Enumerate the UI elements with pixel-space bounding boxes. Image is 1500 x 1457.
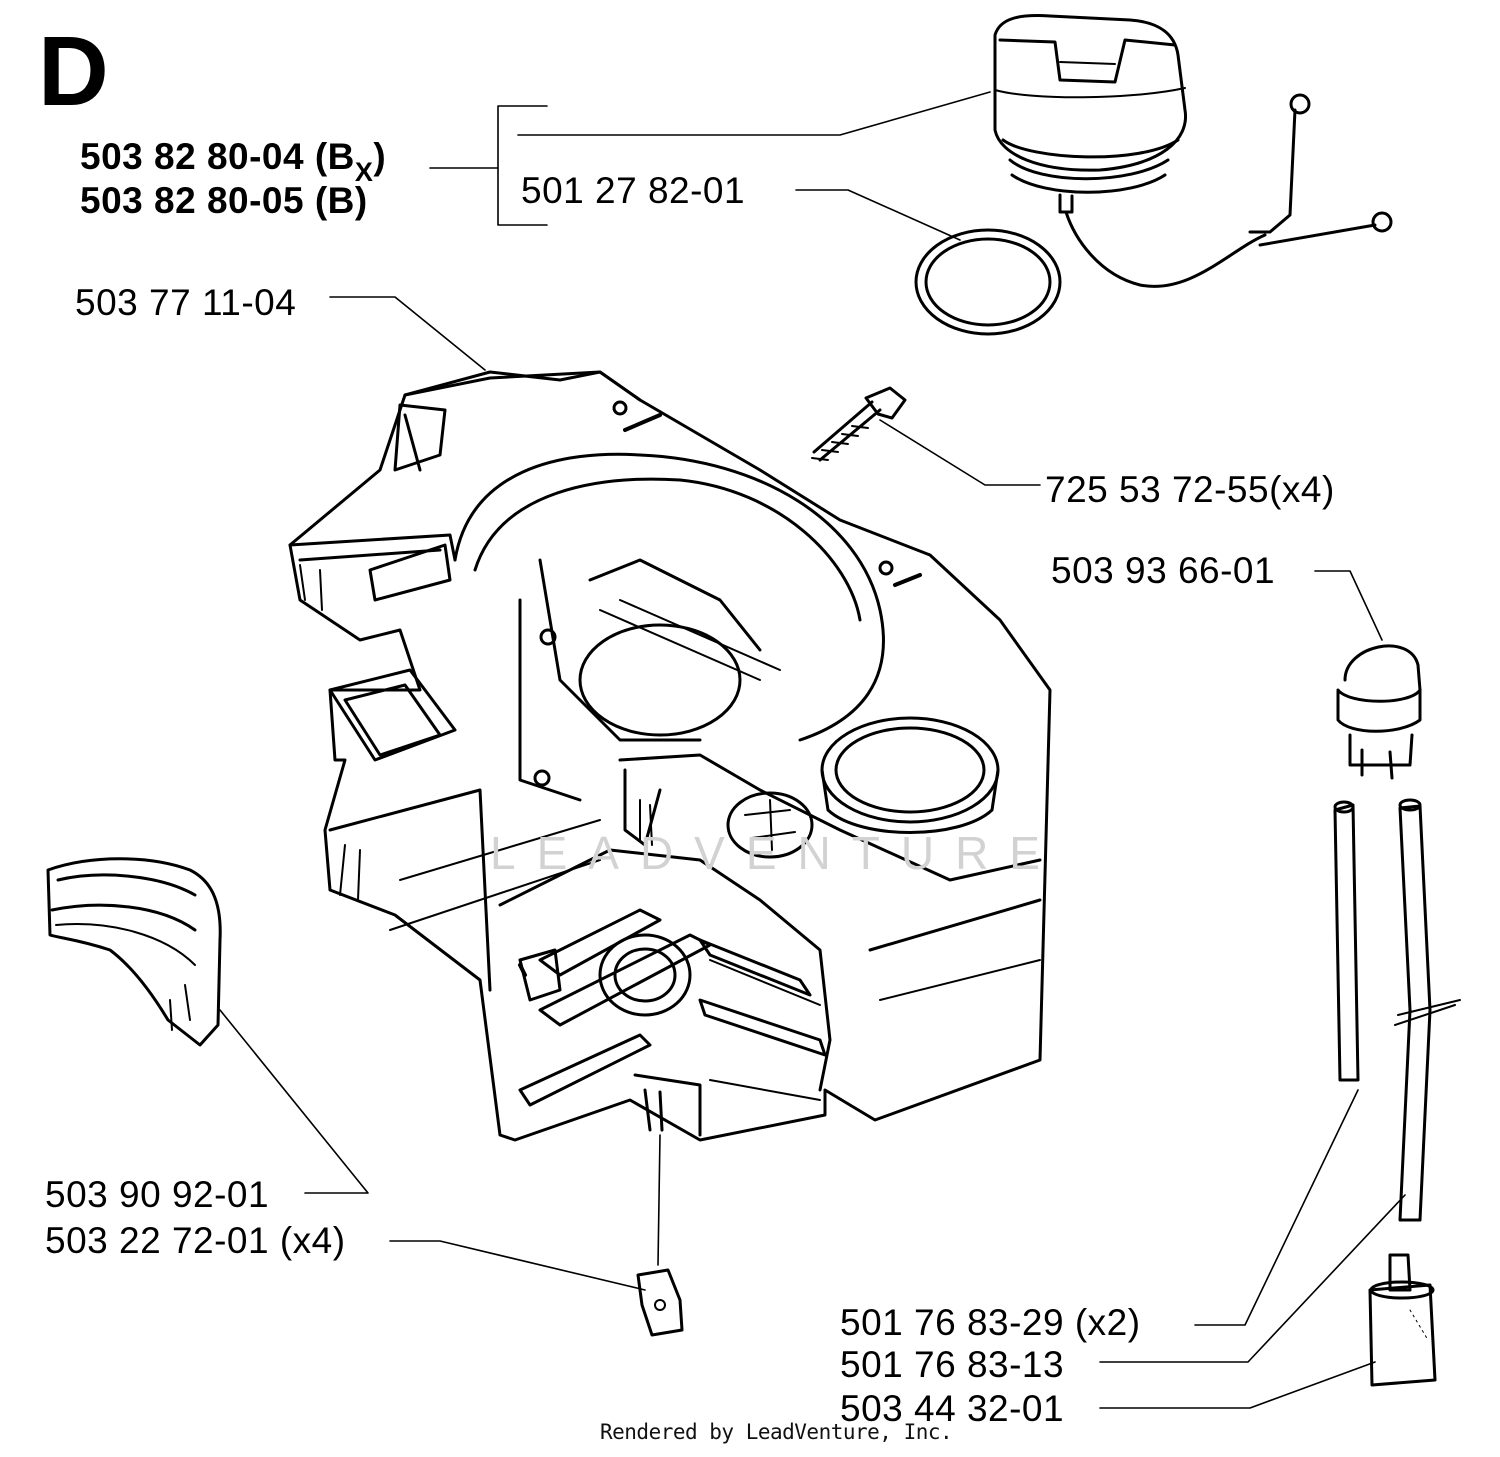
fuel-filter — [1368, 1253, 1437, 1387]
label-oil-cap: 501 27 82-01 — [521, 170, 746, 211]
label-tank-body: 503 77 11-04 — [75, 282, 297, 323]
watermark: LEADVENTURE — [490, 827, 1061, 879]
label-primer-bulb: 503 93 66-01 — [1051, 550, 1276, 591]
clip — [636, 1268, 684, 1337]
kit-number-line2: 503 82 80-05 (B) — [80, 180, 368, 221]
leader-lines — [219, 91, 1406, 1409]
section-letter: D — [38, 16, 109, 126]
screw — [811, 386, 907, 462]
kit-number-line1-sub: X — [354, 157, 374, 187]
label-hose-long: 501 76 83-13 — [840, 1344, 1065, 1385]
label-guard: 503 90 92-01 — [45, 1174, 270, 1215]
kit-number-line1-main: 503 82 80-04 (B — [80, 136, 355, 177]
label-screw: 725 53 72-55(x4) — [1045, 469, 1335, 510]
guard — [46, 857, 222, 1047]
fuel-tank-body — [288, 370, 1052, 1142]
render-credit: Rendered by LeadVenture, Inc. — [600, 1420, 953, 1444]
primer-bulb — [1336, 644, 1422, 780]
kit-number-line1: 503 82 80-04 (BX) — [80, 136, 387, 186]
oil-cap — [993, 14, 1393, 288]
label-fuel-filter: 503 44 32-01 — [840, 1388, 1065, 1429]
fuel-hose-long — [1394, 798, 1461, 1222]
kit-number-line1-end: ) — [373, 136, 387, 177]
label-clip: 503 22 72-01 (x4) — [45, 1220, 346, 1261]
label-hose-pair: 501 76 83-29 (x2) — [840, 1302, 1141, 1343]
o-ring — [914, 228, 1062, 336]
fuel-hose-short — [1333, 800, 1360, 1082]
